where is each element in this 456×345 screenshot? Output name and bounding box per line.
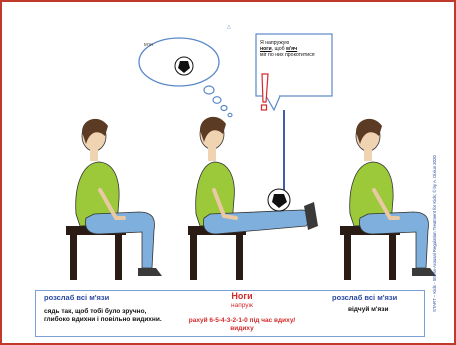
scene-illustration: △ [4, 4, 456, 289]
caption-mid-count: рахуй 6-5-4-3-2-1-0 під час вдиху/видиху [186, 317, 298, 333]
caption-mid-sub: напруж [212, 302, 272, 310]
speech-bubble-text: Я напружую ноги, щоб м'яч міг по них про… [260, 40, 326, 59]
exclamation-mark [262, 74, 269, 110]
speech-text-after: міг по них прокотитися [260, 52, 315, 58]
speech-text-before: Я напружую [260, 40, 289, 46]
caption-right-title: розслаб всі м'язи [332, 294, 397, 302]
person-right [340, 119, 436, 280]
thought-bubble: △ [139, 24, 232, 117]
speech-text-mid: , щоб [272, 46, 285, 52]
caption-left-body: сядь так, щоб тобі було зручно, глибоко … [44, 308, 164, 324]
caption-right-body: відчуй м'язи [348, 306, 389, 314]
caption-box: розслаб всі м'язи сядь так, щоб тобі бул… [35, 290, 425, 337]
speech-legs-word: ноги [260, 46, 272, 52]
person-middle [188, 117, 318, 280]
person-left [66, 119, 162, 280]
speech-ball-word: м'яч [286, 46, 297, 52]
thought-bubble-label: М'яч [144, 42, 153, 47]
caption-mid-title: Ноги [212, 292, 272, 300]
side-credit: START – Kids - Stress-Arousal Regulation… [432, 102, 442, 312]
svg-text:△: △ [227, 24, 231, 30]
caption-left-title: розслаб всі м'язи [44, 294, 109, 302]
